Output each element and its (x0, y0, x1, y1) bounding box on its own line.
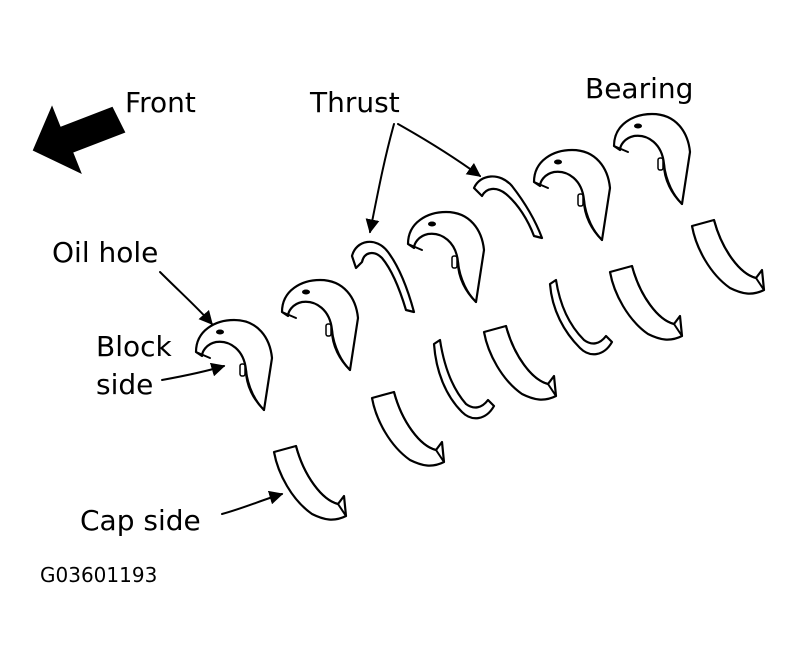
cap-side-label: Cap side (80, 504, 201, 537)
cap-side-leader (221, 490, 284, 515)
thrust-washer-upper-left (350, 240, 416, 314)
lower-bearing-3 (482, 324, 558, 401)
oil-hole-leader (159, 271, 213, 326)
figure-code: G03601193 (40, 563, 157, 587)
front-arrow-icon (32, 105, 126, 175)
lower-bearing-1 (272, 444, 348, 521)
lower-bearing-4 (608, 264, 684, 341)
thrust-leader-right (397, 123, 482, 177)
upper-bearing-4 (532, 148, 612, 242)
upper-bearing-3 (406, 210, 486, 304)
lower-bearing-2 (370, 390, 446, 467)
block-side-leader (161, 362, 226, 381)
upper-bearing-5 (612, 112, 692, 206)
upper-bearing-1 (194, 318, 274, 412)
bearing-label: Bearing (585, 72, 693, 105)
upper-bearing-2 (280, 278, 360, 372)
block-side-label-line1: Block (96, 330, 173, 363)
lower-bearing-5 (690, 218, 766, 295)
front-label: Front (125, 86, 196, 119)
block-side-label-line2: side (96, 368, 153, 401)
thrust-washer-lower-right (548, 278, 614, 356)
thrust-washer-lower-left (432, 338, 496, 420)
oil-hole-icon (216, 329, 224, 335)
oil-hole-label: Oil hole (52, 236, 158, 269)
thrust-label: Thrust (309, 86, 400, 119)
thrust-washer-upper-right (472, 175, 544, 240)
thrust-leader-left (365, 123, 395, 234)
